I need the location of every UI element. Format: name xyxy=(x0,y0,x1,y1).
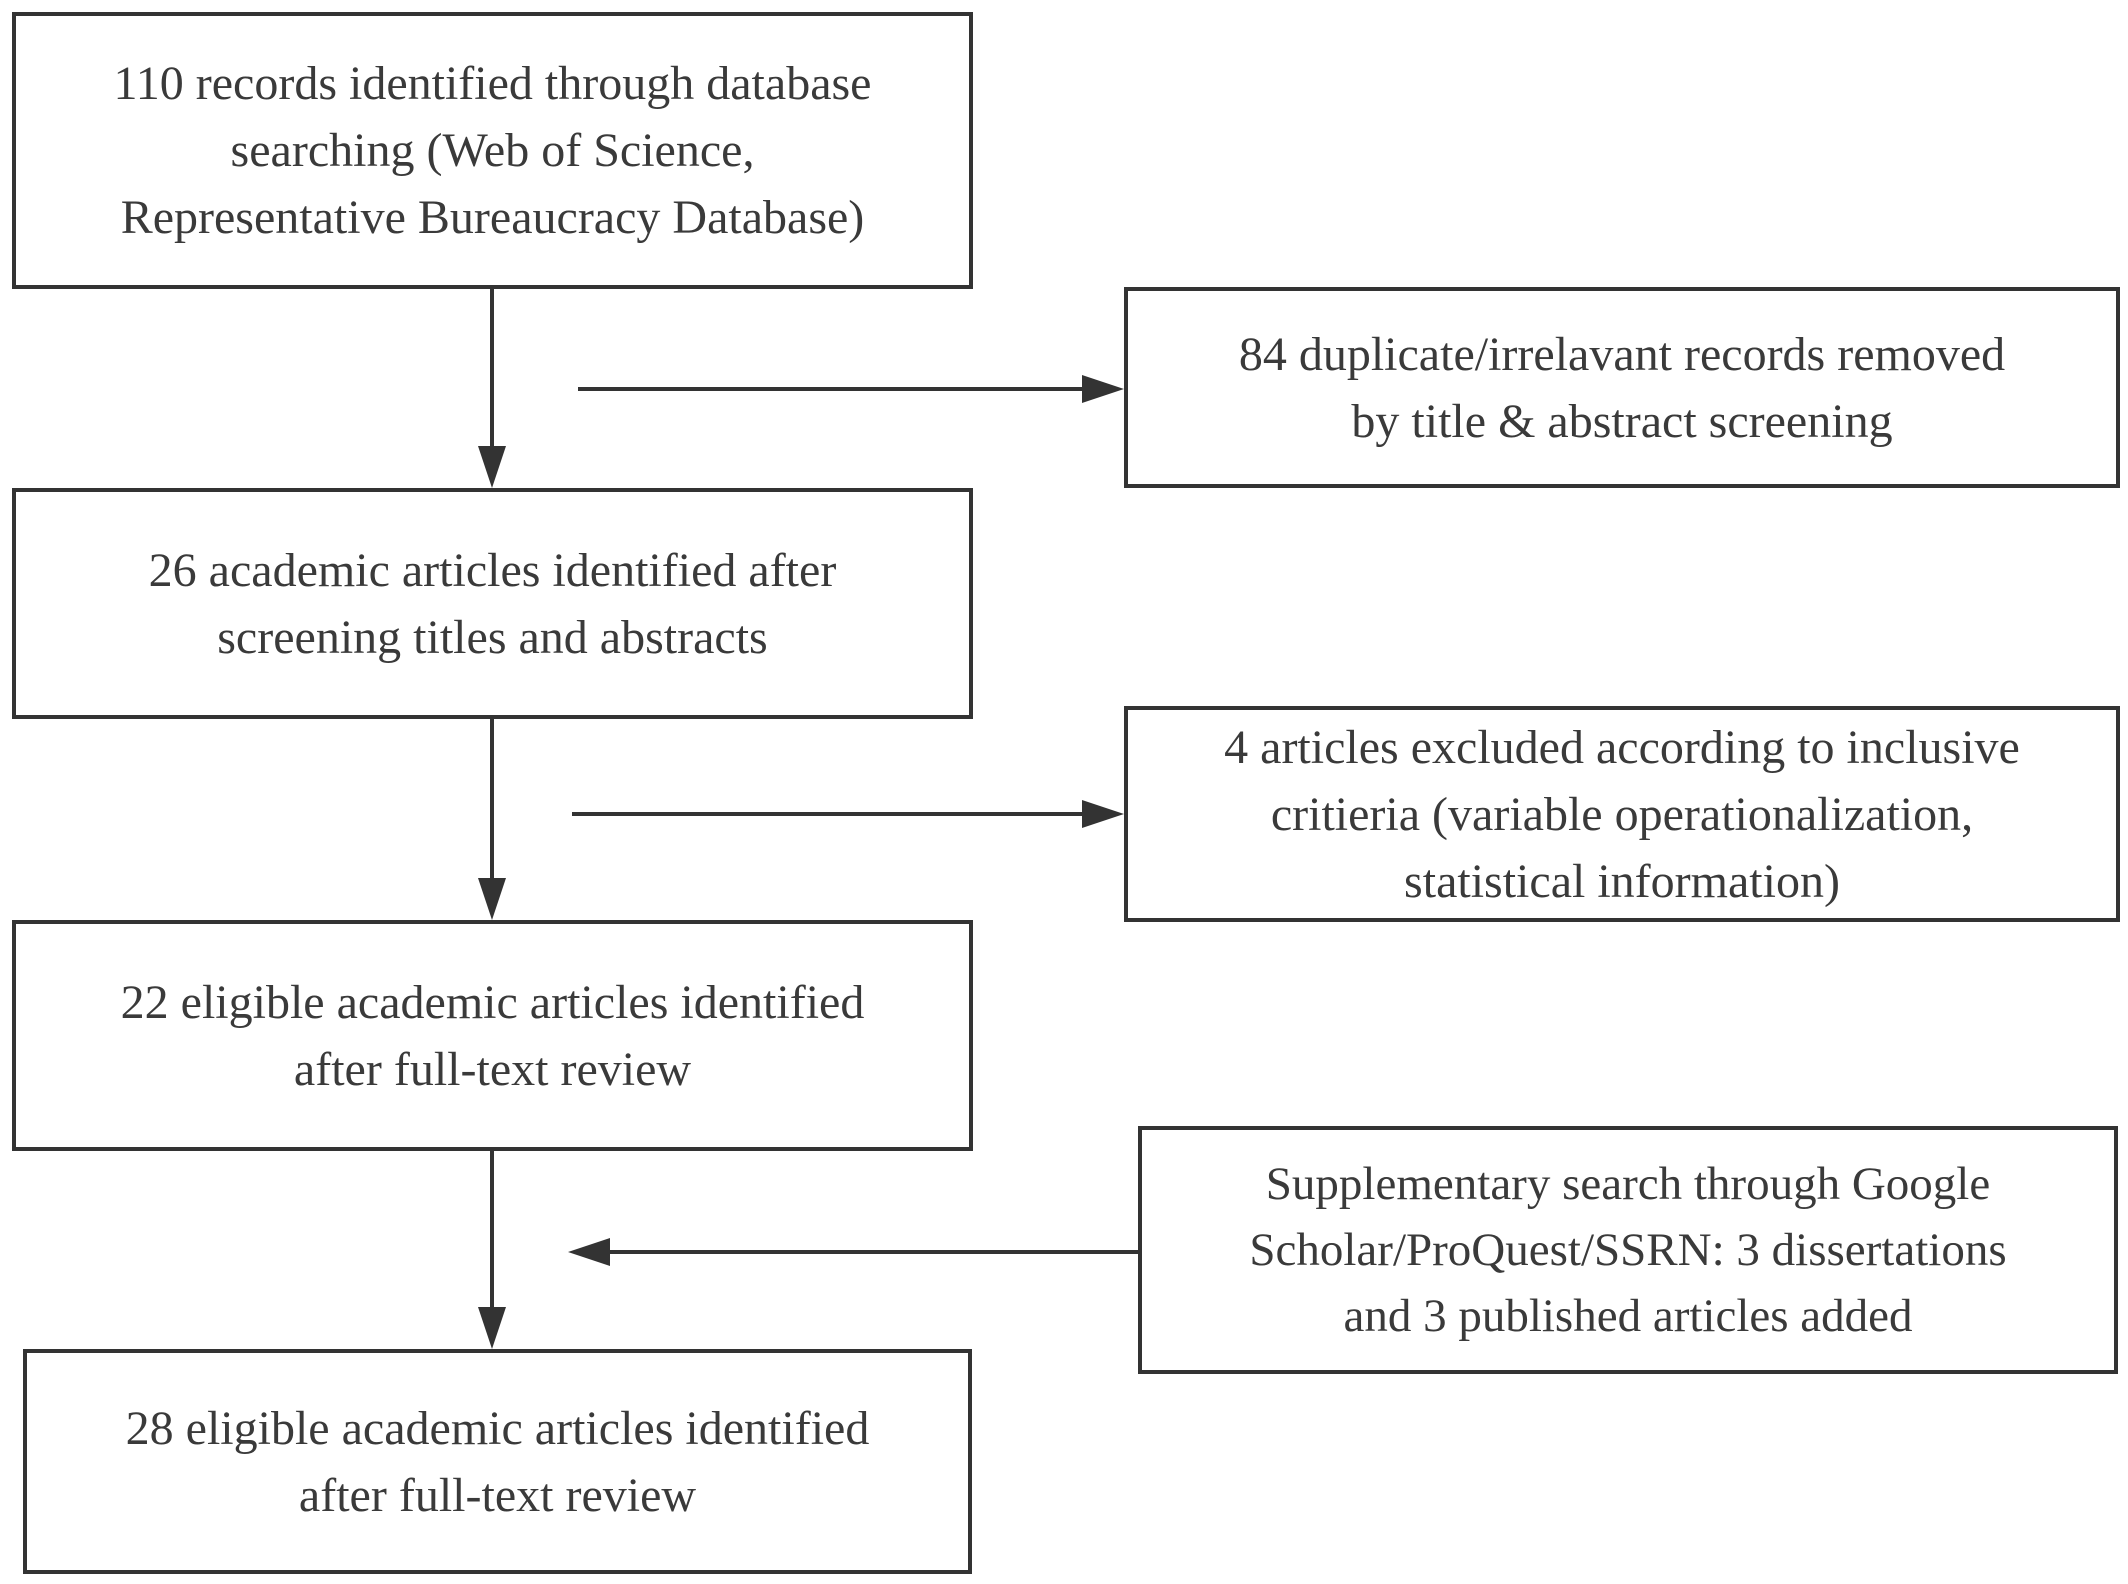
box-articles-after-screening-text: 26 academic articles identified after sc… xyxy=(148,543,837,664)
arrowhead-b3-to-b5 xyxy=(478,878,506,920)
box-eligible-after-review-text: 22 eligible academic articles identified… xyxy=(120,975,865,1096)
box-records-removed-text: 84 duplicate/irrelavant records removed … xyxy=(1238,327,2006,448)
box-final-eligible-articles-text: 28 eligible academic articles identified… xyxy=(125,1401,870,1522)
box-supplementary-search: Supplementary search through Google Scho… xyxy=(1138,1126,2118,1374)
box-final-eligible-articles: 28 eligible academic articles identified… xyxy=(23,1349,972,1574)
box-supplementary-search-text: Supplementary search through Google Scho… xyxy=(1249,1158,2007,1342)
box-articles-excluded-text: 4 articles excluded according to inclusi… xyxy=(1224,720,2020,908)
box-eligible-after-review: 22 eligible academic articles identified… xyxy=(12,920,973,1151)
arrowhead-b5-to-b7 xyxy=(478,1307,506,1349)
arrowhead-b1-to-b3 xyxy=(478,446,506,488)
box-records-identified-text: 110 records identified through database … xyxy=(113,57,872,244)
box-articles-after-screening: 26 academic articles identified after sc… xyxy=(12,488,973,719)
arrowhead-to-b2 xyxy=(1082,375,1124,403)
box-records-removed: 84 duplicate/irrelavant records removed … xyxy=(1124,287,2120,488)
arrowhead-from-b6 xyxy=(568,1238,610,1266)
box-records-identified: 110 records identified through database … xyxy=(12,12,973,289)
arrowhead-to-b4 xyxy=(1082,800,1124,828)
box-articles-excluded: 4 articles excluded according to inclusi… xyxy=(1124,706,2120,922)
